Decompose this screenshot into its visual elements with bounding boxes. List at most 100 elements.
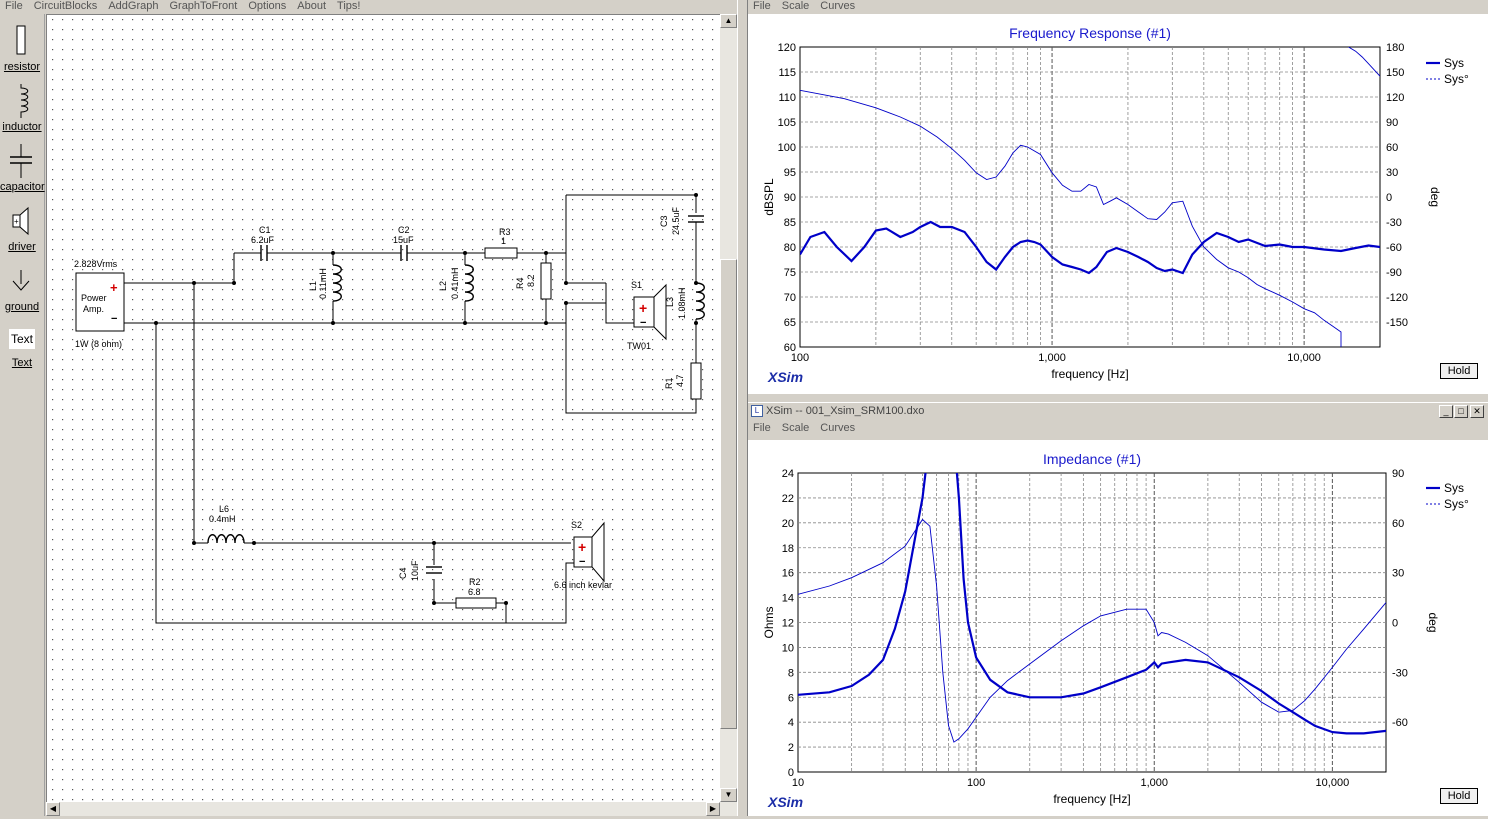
- scroll-right-arrow[interactable]: ▶: [706, 802, 720, 816]
- fr-y-tick-label: 115: [778, 67, 796, 79]
- imp-y2-tick-label: -30: [1392, 667, 1408, 679]
- l3-name: L3: [665, 297, 675, 307]
- menu-circuitblocks[interactable]: CircuitBlocks: [33, 0, 98, 12]
- palette-inductor[interactable]: inductor: [0, 84, 44, 133]
- scroll-left-arrow[interactable]: ◀: [46, 802, 60, 816]
- menu-addgraph[interactable]: AddGraph: [108, 0, 159, 12]
- fr-y-tick-label: 70: [784, 292, 796, 304]
- imp-menu-scale[interactable]: Scale: [781, 422, 810, 434]
- menu-about[interactable]: About: [297, 0, 327, 12]
- fr-y-tick-label: 60: [784, 342, 796, 354]
- scroll-down-arrow[interactable]: ▼: [720, 788, 737, 802]
- palette-resistor[interactable]: resistor: [0, 24, 44, 73]
- fr-y-tick-label: 75: [784, 267, 796, 279]
- fr-y2-tick-label: -60: [1386, 242, 1402, 254]
- fr-legend-label: Sys°: [1444, 72, 1469, 86]
- r4-name: R4: [515, 277, 525, 289]
- capacitor-c2[interactable]: C2 15uF: [393, 225, 415, 261]
- fr-menu-curves[interactable]: Curves: [820, 0, 856, 12]
- imp-y-tick-label: 14: [782, 593, 794, 605]
- fr-y2-tick-label: -120: [1386, 292, 1408, 304]
- freq-graph-menubar: File Scale Curves: [748, 0, 1488, 14]
- l3-value: 1.08mH: [677, 287, 687, 319]
- main-menubar: File CircuitBlocks AddGraph GraphToFront Opt…: [0, 0, 740, 14]
- scroll-up-arrow[interactable]: ▲: [720, 14, 737, 28]
- r2-value: 6.8: [468, 587, 481, 597]
- palette-capacitor[interactable]: capacitor: [0, 144, 45, 193]
- resistor-r2[interactable]: R2 6.8: [455, 577, 497, 609]
- palette-resistor-label: resistor: [3, 61, 41, 73]
- inductor-l2[interactable]: L2 0.41mH: [438, 264, 474, 302]
- l1-value: 0.11mH: [318, 268, 328, 299]
- fr-menu-scale[interactable]: Scale: [781, 0, 810, 12]
- l6-value: 0.4mH: [209, 514, 236, 524]
- fr-hold-button[interactable]: Hold: [1440, 363, 1478, 379]
- palette-capacitor-label: capacitor: [0, 181, 45, 193]
- menu-file[interactable]: File: [5, 0, 23, 12]
- schematic-canvas[interactable]: 2.828Vrms Power Amp. + − 1W (8 ohm) C1 6…: [46, 14, 737, 803]
- imp-menu-curves[interactable]: Curves: [820, 422, 856, 434]
- capacitor-c4[interactable]: C4 10uF: [398, 560, 442, 581]
- c2-value: 15uF: [393, 235, 414, 245]
- capacitor-c3[interactable]: C3 24.5uF: [659, 206, 704, 235]
- fr-y2-tick-label: -150: [1386, 317, 1408, 329]
- source-minus: −: [111, 313, 117, 325]
- fr-y2-axis-label: deg: [1428, 187, 1442, 207]
- imp-x-tick-label: 10,000: [1316, 777, 1350, 789]
- resistor-r1[interactable]: R1 4.7: [664, 362, 702, 400]
- menu-tips[interactable]: Tips!: [337, 0, 361, 12]
- l2-name: L2: [438, 281, 448, 291]
- imp-y-tick-label: 4: [788, 717, 794, 729]
- imp-legend-label: Sys: [1444, 481, 1464, 495]
- fr-y2-tick-label: 30: [1386, 167, 1398, 179]
- schematic-horizontal-scrollbar[interactable]: ◀ ▶: [46, 802, 737, 816]
- close-button[interactable]: ✕: [1470, 405, 1484, 418]
- resistor-r3[interactable]: R3 1: [484, 227, 518, 259]
- fr-y-tick-label: 95: [784, 167, 796, 179]
- c2-name: C2: [398, 225, 410, 235]
- r3-value: 1: [501, 236, 506, 246]
- driver-s1[interactable]: + − S1 TW01: [627, 280, 667, 351]
- source-power-label: 1W (8 ohm): [75, 339, 122, 349]
- palette-text-label: Text: [11, 357, 33, 369]
- fr-menu-file[interactable]: File: [753, 0, 771, 12]
- schematic-vertical-scrollbar[interactable]: ▲ ▼: [720, 14, 737, 802]
- c3-value: 24.5uF: [671, 206, 681, 235]
- source-name-line1: Power: [81, 293, 107, 303]
- resistor-r4[interactable]: R4 8.2: [515, 262, 552, 300]
- imp-menu-file[interactable]: File: [753, 422, 771, 434]
- svg-text:−: −: [640, 317, 646, 329]
- imp-x-axis-label: frequency [Hz]: [1053, 792, 1130, 806]
- inductor-l3[interactable]: L3 1.08mH: [665, 282, 705, 320]
- capacitor-c1[interactable]: C1 6.2uF: [251, 225, 279, 261]
- palette-inductor-label: inductor: [2, 121, 42, 133]
- imp-x-tick-label: 10: [792, 777, 804, 789]
- imp-y-tick-label: 16: [782, 568, 794, 580]
- maximize-button[interactable]: □: [1454, 405, 1468, 418]
- vertical-scroll-thumb[interactable]: [720, 259, 737, 729]
- palette-driver[interactable]: + driver: [0, 206, 44, 253]
- minimize-button[interactable]: _: [1439, 405, 1453, 418]
- imp-y-tick-label: 20: [782, 518, 794, 530]
- imp-y-tick-label: 6: [788, 692, 794, 704]
- menu-options[interactable]: Options: [248, 0, 287, 12]
- power-amp[interactable]: 2.828Vrms Power Amp. + − 1W (8 ohm): [74, 259, 133, 349]
- palette-ground[interactable]: ground: [0, 268, 44, 313]
- imp-hold-button[interactable]: Hold: [1440, 788, 1478, 804]
- c4-value: 10uF: [410, 560, 420, 581]
- fr-series-phase-line: [800, 47, 1380, 347]
- fr-y-tick-label: 65: [784, 317, 796, 329]
- fr-y2-tick-label: 60: [1386, 142, 1398, 154]
- fr-y2-tick-label: 120: [1386, 92, 1404, 104]
- window-splitter[interactable]: [737, 0, 748, 816]
- imp-y-tick-label: 10: [782, 642, 794, 654]
- c4-name: C4: [398, 567, 408, 579]
- fr-y2-tick-label: 0: [1386, 192, 1392, 204]
- driver-s2[interactable]: + − S2 6.6 inch kevlar: [554, 520, 612, 590]
- palette-text[interactable]: Text Text: [0, 329, 44, 369]
- menu-graphtofront[interactable]: GraphToFront: [169, 0, 238, 12]
- fr-legend-label: Sys: [1444, 56, 1464, 70]
- imp-x-tick-label: 100: [967, 777, 985, 789]
- inductor-l1[interactable]: L1 0.11mH: [308, 264, 342, 302]
- inductor-l6[interactable]: L6 0.4mH: [207, 504, 245, 544]
